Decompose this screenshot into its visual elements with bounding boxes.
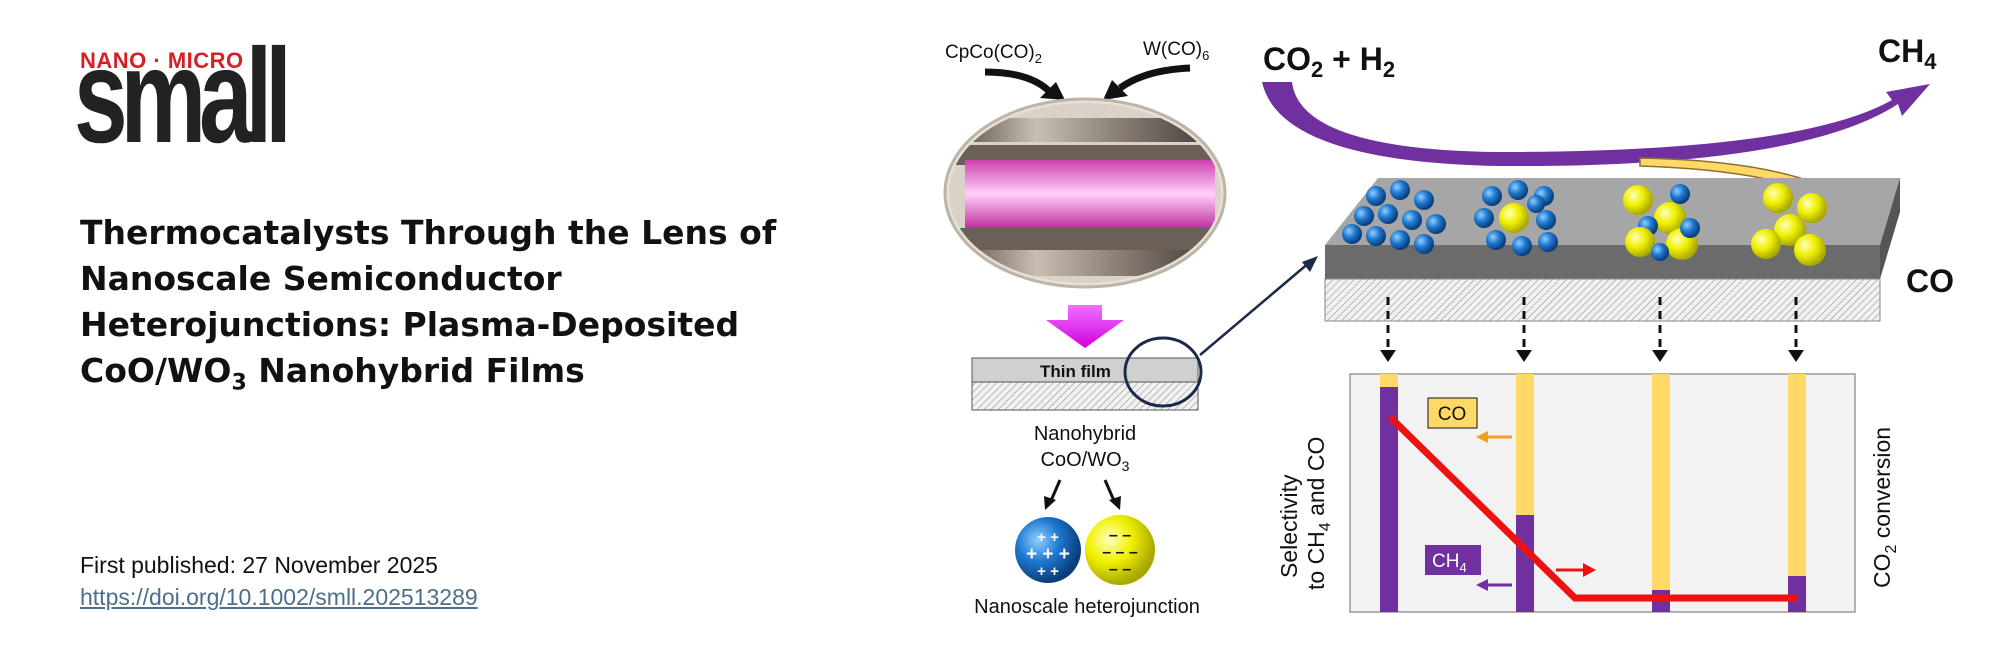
dashed-arrows [1386,297,1798,350]
negative-charges-top: – – [1109,527,1131,544]
coo-sphere-positive [1015,517,1081,583]
split-arrowhead-right [1109,496,1121,510]
ch4-legend-arrowhead [1476,579,1488,591]
particle-cluster-2 [1474,180,1558,256]
magnify-circle [1123,336,1203,408]
selectivity-bars [1380,374,1806,612]
precursor-co-label: CpCo(CO)2 [945,42,1042,66]
thin-film-label: Thin film [1040,362,1111,381]
particle-cluster-4 [1751,183,1827,266]
plasma-reactor-photo [943,97,1227,289]
article-title: Thermocatalysts Through the Lens of Nano… [80,210,780,407]
reactant-label: CO2 + H2 [1263,41,1395,82]
positive-charges-bottom: + + [1037,563,1059,580]
conversion-trend-line [1387,414,1797,602]
product-ch4-label: CH4 [1878,33,1937,74]
ch4-legend-box [1425,545,1481,575]
magnify-arrowhead [1302,256,1318,272]
title-line-4: CoO/WO3 Nanohybrid Films [80,351,585,396]
title-line-1: Thermocatalysts Through the Lens of [80,213,777,252]
negative-charges-middle: – – – [1102,544,1138,561]
journal-logo-subtitle: NANO · MICRO [80,48,244,73]
catalyst-film-side [1880,178,1900,279]
precursor-arrowhead-left [1040,82,1065,100]
product-co-label: CO [1906,263,1954,299]
precursor-arrow-right [1117,64,1191,91]
precursor-w-label: W(CO)6 [1143,39,1209,63]
doi-link[interactable]: https://doi.org/10.1002/smll.202513289 [80,584,478,610]
precursor-arrow-left [984,68,1053,95]
selectivity-axis-label-line2: to CH4 and CO [1303,437,1334,590]
co-legend-arrowhead [1476,431,1488,443]
deposition-arrow [1046,305,1124,348]
heterojunction-label: Nanoscale heterojunction [974,596,1200,618]
selectivity-panel [1349,373,1856,613]
particle-cluster-1 [1342,180,1446,254]
magnify-line [1199,261,1311,356]
precursor-arrowhead-right [1103,80,1128,100]
nanohybrid-label: Nanohybrid [1034,423,1136,445]
particle-cluster-3 [1623,184,1700,261]
wo3-sphere-negative [1085,515,1155,585]
journal-logo: small [74,22,292,171]
graphical-abstract: CpCo(CO)2 W(CO)6 Thin film Nanohybrid Co… [943,33,1954,618]
ch4-legend-label: CH4 [1432,551,1467,575]
dashed-arrowheads [1380,350,1804,362]
publication-date: First published: 27 November 2025 [80,552,438,578]
selectivity-axis-label-line1: Selectivity [1276,474,1302,578]
positive-charges-top: + + [1037,529,1059,546]
catalyst-substrate [1324,278,1881,322]
ch4-reaction-arrow [1262,82,1930,167]
substrate-layer [971,381,1199,411]
split-arrowhead-left [1044,496,1056,510]
nanohybrid-formula: CoO/WO3 [1041,449,1130,474]
co-legend-label: CO [1438,404,1467,425]
co-legend-box [1427,397,1478,429]
positive-charges: + + + [1026,544,1070,565]
title-line-2: Nanoscale Semiconductor [80,259,562,298]
negative-charges-bottom: – – [1109,561,1131,578]
title-line-3: Heterojunctions: Plasma-Deposited [80,305,740,344]
conversion-axis-label: CO2 conversion [1869,427,1900,588]
catalyst-top-surface [1325,178,1900,245]
conversion-arrowhead [1583,563,1596,577]
